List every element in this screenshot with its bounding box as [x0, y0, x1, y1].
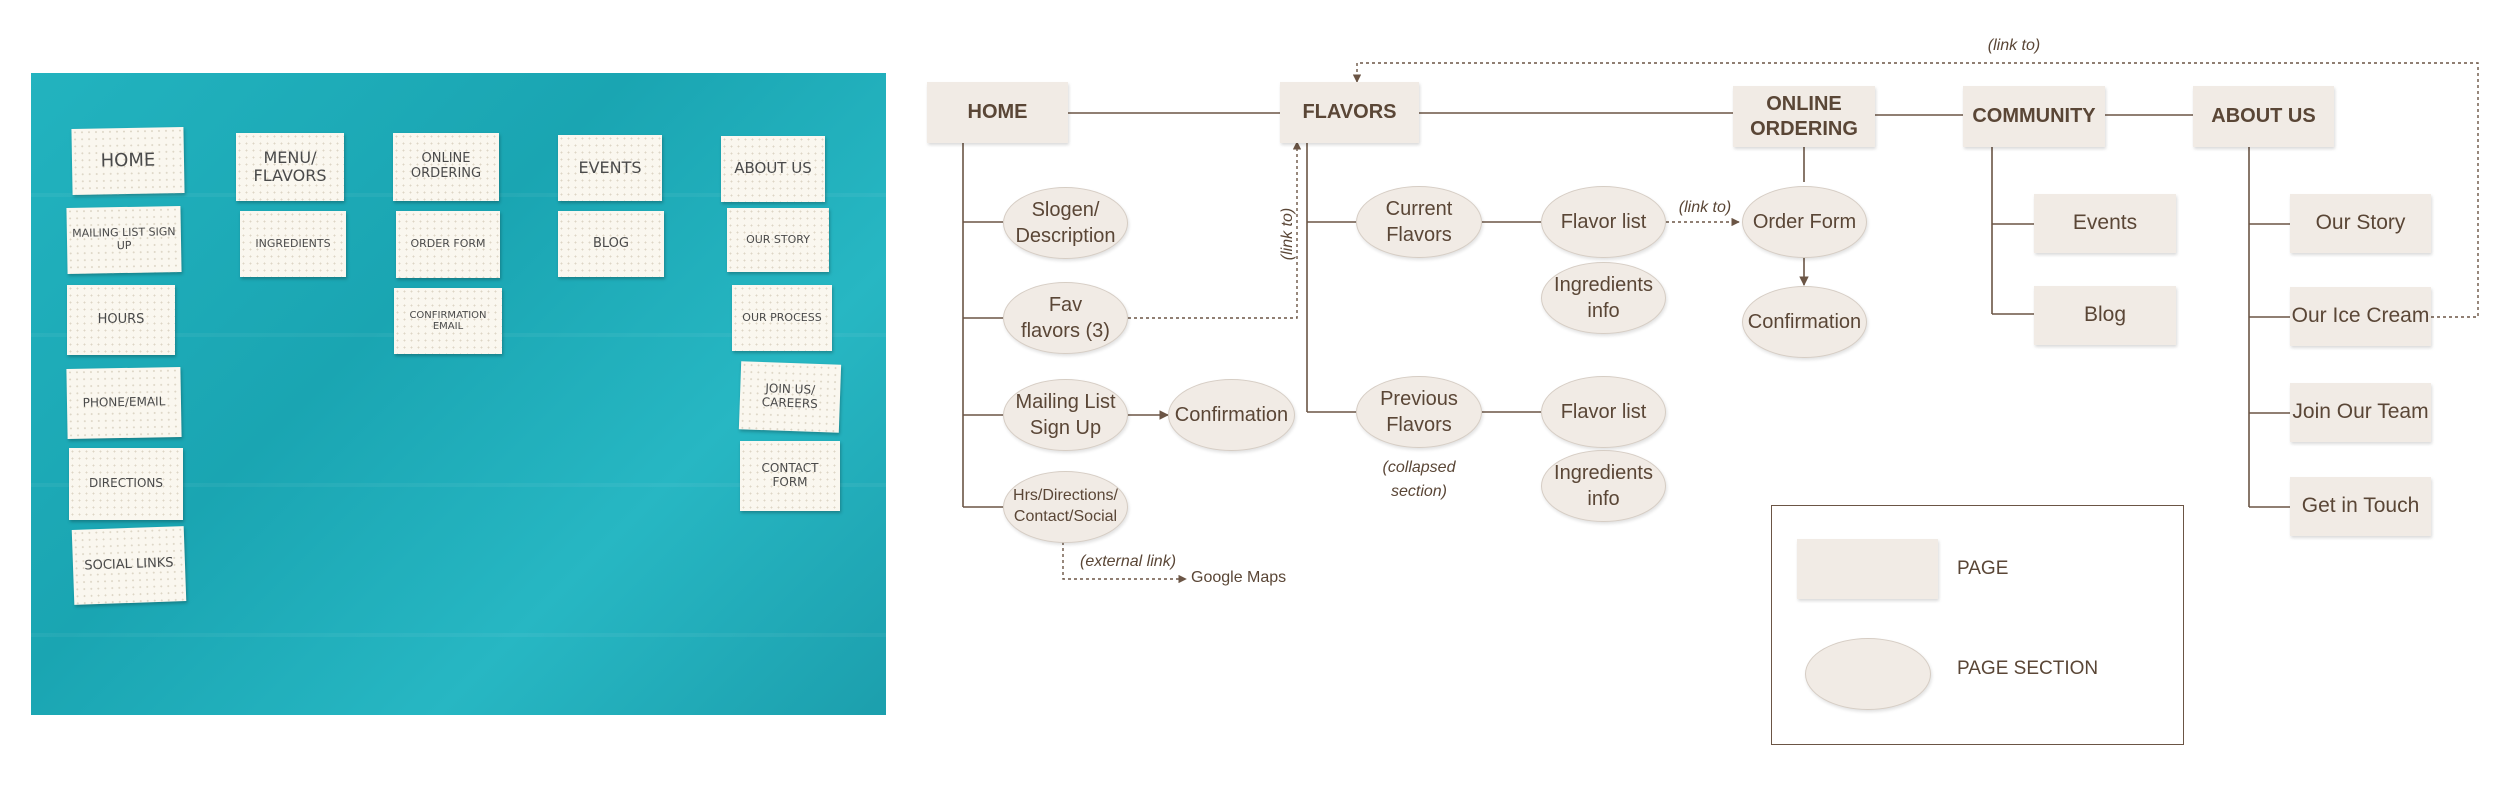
sticky-notes-photo: HOME MAILING LIST SIGN UP HOURS PHONE/EM…	[31, 73, 886, 715]
legend-section-label: PAGE SECTION	[1957, 658, 2099, 679]
section-previous-flavors: Previous Flavors	[1356, 376, 1482, 448]
page-flavors: FLAVORS	[1280, 82, 1419, 143]
annotation-link-to-order: (link to)	[1678, 199, 1732, 216]
page-online-ordering: ONLINE ORDERING	[1733, 86, 1875, 147]
page-home: HOME	[927, 82, 1068, 143]
section-current-flavors: Current Flavors	[1356, 186, 1482, 258]
page-get-in-touch: Get in Touch	[2290, 477, 2431, 536]
note-contact-form: CONTACT FORM	[740, 441, 840, 511]
note-confirmation-email: CONFIRMATION EMAIL	[394, 288, 502, 354]
section-order-confirmation: Confirmation	[1742, 286, 1867, 358]
section-flavor-list-current: Flavor list	[1541, 186, 1666, 258]
note-hours: HOURS	[67, 285, 175, 355]
note-events: EVENTS	[558, 135, 662, 201]
page-our-story: Our Story	[2290, 194, 2431, 253]
note-our-story: OUR STORY	[727, 208, 829, 272]
page-events: Events	[2034, 194, 2176, 253]
annotation-collapsed-section: (collapsed section)	[1382, 459, 1456, 500]
annotation-external-link: (external link)	[1079, 553, 1177, 570]
note-directions: DIRECTIONS	[69, 448, 183, 520]
annotation-link-to-top: (link to)	[1987, 37, 2041, 54]
note-ingredients: INGREDIENTS	[240, 211, 346, 277]
page-community: COMMUNITY	[1963, 86, 2105, 147]
note-menu-flavors: MENU/ FLAVORS	[236, 133, 344, 201]
section-ingredients-previous: Ingredients info	[1541, 450, 1666, 522]
note-blog: BLOG	[558, 211, 664, 277]
annotation-link-to-vertical: (link to)	[1279, 207, 1296, 261]
section-slogen: Slogen/ Description	[1003, 187, 1128, 259]
note-order-form: ORDER FORM	[396, 211, 500, 278]
section-home-confirmation: Confirmation	[1168, 379, 1295, 451]
note-online-ordering: ONLINE ORDERING	[393, 133, 499, 201]
page-join-our-team: Join Our Team	[2290, 383, 2431, 442]
note-about-us: ABOUT US	[721, 136, 825, 202]
page-blog: Blog	[2034, 286, 2176, 345]
section-mailing-list: Mailing List Sign Up	[1003, 379, 1128, 451]
section-ingredients-current: Ingredients info	[1541, 262, 1666, 334]
legend-section-swatch	[1805, 638, 1931, 710]
note-our-process: OUR PROCESS	[732, 285, 832, 351]
page-about-us: ABOUT US	[2193, 86, 2334, 147]
section-fav-flavors: Fav flavors (3)	[1003, 282, 1128, 354]
legend-page-swatch	[1797, 539, 1938, 599]
legend-page-label: PAGE	[1957, 558, 2009, 579]
legend	[1771, 505, 2184, 745]
section-order-form: Order Form	[1742, 186, 1867, 258]
page-our-ice-cream: Our Ice Cream	[2290, 287, 2431, 346]
section-hrs-directions: Hrs/Directions/ Contact/Social	[1003, 471, 1128, 543]
section-flavor-list-previous: Flavor list	[1541, 376, 1666, 448]
google-maps-label: Google Maps	[1191, 569, 1287, 586]
